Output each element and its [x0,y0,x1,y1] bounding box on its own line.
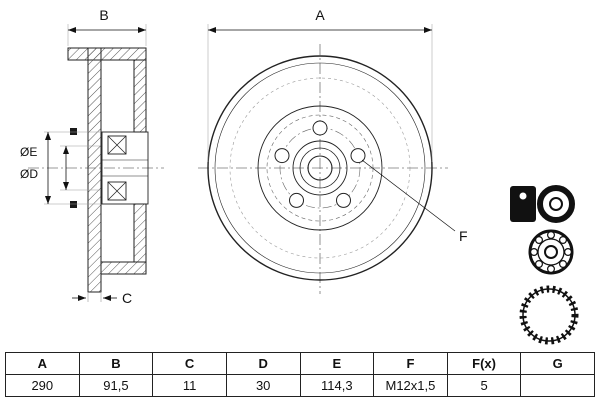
dimension-f: F [361,159,468,244]
header-d: D [225,352,301,375]
header-c: C [152,352,227,375]
friction-edge-circle [214,62,426,274]
brake-disc-drawing: A B ØE ØD C F [20,7,579,345]
header-e: E [299,352,375,375]
outer-diameter-circle [207,55,433,281]
seal-blocks [70,128,77,208]
table-header-row: A B C D E F F(x) G [5,352,595,375]
value-fx: 5 [446,374,522,397]
header-f: F [373,352,448,375]
center-bore-circle [307,155,333,181]
hub-flange-circle [292,140,348,196]
header-a: A [5,352,80,375]
dim-f-label: F [459,228,468,244]
ball-bearing-icon [528,229,574,275]
section-view [67,47,149,293]
dimension-table: A B C D E F F(x) G 290 91,5 11 30 114,3 … [5,352,595,397]
dim-b-label: B [99,7,108,23]
dimension-d: ØD [20,145,100,191]
hat-wall-bottom [133,203,147,263]
header-b: B [78,352,154,375]
value-e: 114,3 [299,374,375,397]
bolt-holes [274,120,366,208]
hat-wall-top [133,59,147,133]
value-d: 30 [225,374,301,397]
dimension-b: B [67,7,147,46]
value-c: 11 [152,374,227,397]
bearing-section [101,131,149,205]
dim-a-label: A [315,7,325,23]
dim-e-label: ØE [20,145,37,159]
table-value-row: 290 91,5 11 30 114,3 M12x1,5 5 [5,374,595,397]
technical-drawing: A B ØE ØD C F [20,7,579,345]
dim-d-label: ØD [20,167,38,181]
hat-bottom-flange [100,261,147,275]
value-b: 91,5 [78,374,154,397]
header-fx: F(x) [446,352,522,375]
friction-ring-section [87,47,102,293]
value-g [520,374,595,397]
dimension-c: C [72,290,132,306]
inner-friction-circle [229,77,411,259]
hat-circle [257,105,383,231]
dim-c-label: C [122,290,132,306]
abs-ring-icon [519,285,579,345]
dimension-e: ØE [20,131,100,205]
dimension-a: A [207,7,433,162]
header-g: G [520,352,595,375]
hat-top-flange [67,47,147,61]
value-a: 290 [5,374,80,397]
bearing-kit-icon [510,185,575,223]
hub-circle [299,147,341,189]
value-f: M12x1,5 [373,374,448,397]
